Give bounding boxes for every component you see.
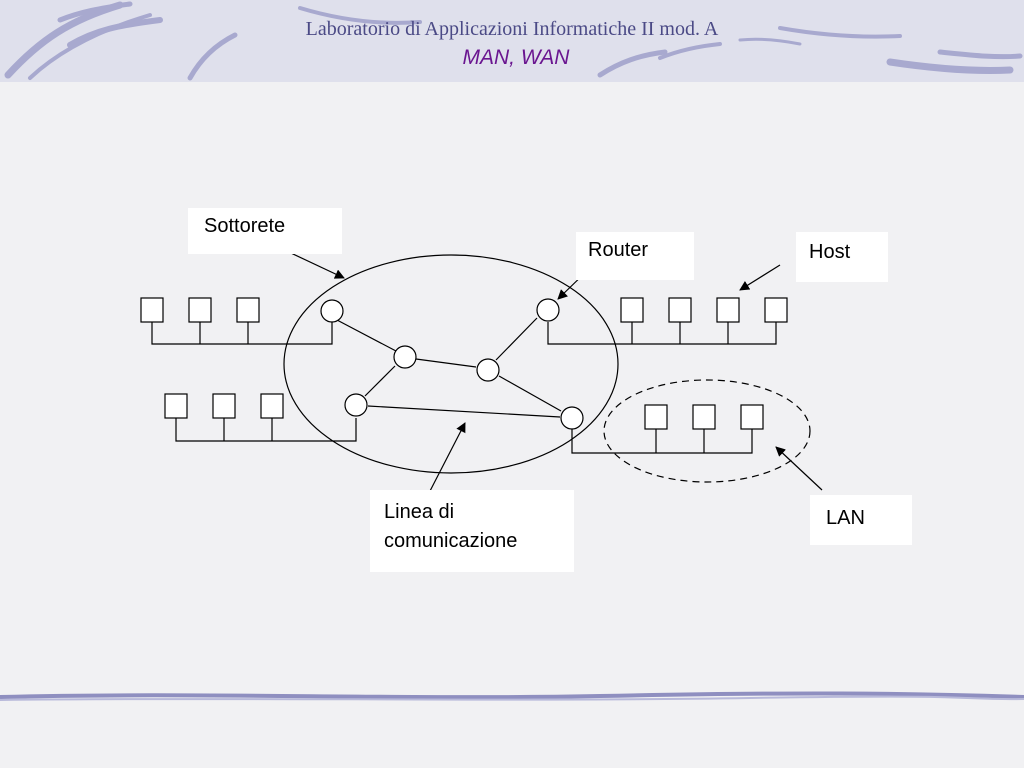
label-sottorete: Sottorete xyxy=(188,208,342,254)
slide-subtitle: MAN, WAN xyxy=(462,46,570,69)
router-node xyxy=(393,345,417,369)
bus-lan xyxy=(571,429,753,454)
router-node xyxy=(560,406,584,430)
header-band: Laboratorio di Applicazioni Informatiche… xyxy=(0,0,1024,82)
label-lan-text: LAN xyxy=(826,507,865,529)
host-square xyxy=(236,297,260,323)
host-square xyxy=(764,297,788,323)
label-router: Router xyxy=(576,232,694,280)
host-square xyxy=(716,297,740,323)
bus-top-right xyxy=(547,322,777,345)
label-linea-comunicazione: Linea di comunicazione xyxy=(370,490,574,572)
link-r5-r6 xyxy=(367,405,561,418)
host-square xyxy=(188,297,212,323)
host-square xyxy=(668,297,692,323)
link-r2-r3 xyxy=(415,358,477,368)
host-square xyxy=(164,393,188,419)
router-node xyxy=(344,393,368,417)
bus-top-left xyxy=(151,322,333,345)
arrow-host xyxy=(739,264,781,291)
lan-dashed-ellipse xyxy=(603,379,811,483)
link-r3-r6 xyxy=(498,375,562,412)
host-square xyxy=(644,404,668,430)
host-square xyxy=(692,404,716,430)
label-router-text: Router xyxy=(588,239,649,261)
host-square xyxy=(260,393,284,419)
arrow-linea xyxy=(429,422,466,492)
label-lan: LAN xyxy=(810,495,912,545)
label-linea-line2: comunicazione xyxy=(384,530,518,552)
host-square xyxy=(140,297,164,323)
footer-swoosh-decoration xyxy=(0,691,1024,701)
host-square xyxy=(212,393,236,419)
header-swoosh-decoration xyxy=(4,1,1023,81)
bus-bottom-left xyxy=(175,418,357,442)
router-node xyxy=(320,299,344,323)
subnet-ellipse xyxy=(283,254,619,474)
label-linea-line1: Linea di xyxy=(384,501,455,523)
link-r3-r4 xyxy=(495,317,538,361)
slide-title: Laboratorio di Applicazioni Informatiche… xyxy=(305,18,719,40)
label-host: Host xyxy=(796,232,888,282)
host-square xyxy=(620,297,644,323)
label-host-text: Host xyxy=(809,241,851,263)
arrow-lan xyxy=(775,446,823,491)
host-square xyxy=(740,404,764,430)
router-node xyxy=(476,358,500,382)
link-r1-r2 xyxy=(336,319,397,352)
router-node xyxy=(536,298,560,322)
link-r2-r5 xyxy=(364,365,396,397)
label-sottorete-text: Sottorete xyxy=(204,215,286,237)
